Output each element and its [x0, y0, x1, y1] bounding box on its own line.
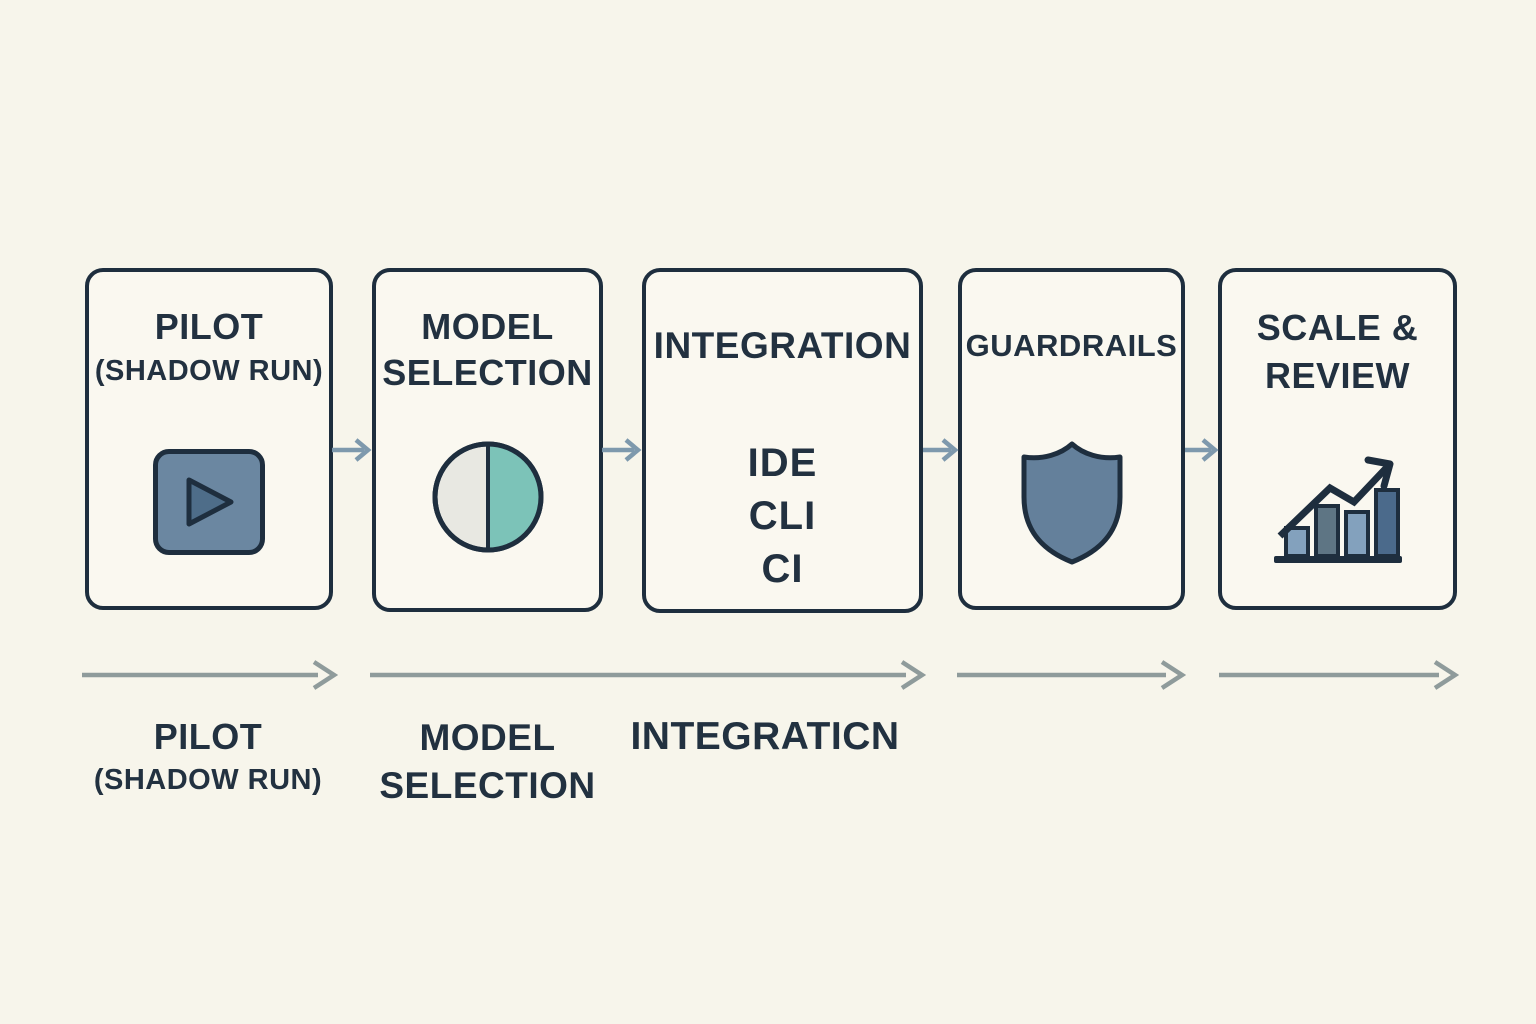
step-box-integration: INTEGRATION IDE CLI CI — [642, 268, 923, 613]
step-title-integration: INTEGRATION — [646, 326, 919, 366]
timeline-arrow-2 — [370, 660, 926, 690]
shield-icon — [1021, 441, 1122, 565]
bar-chart-growth-icon — [1273, 456, 1402, 563]
step-title-line: INTEGRATION — [653, 325, 912, 366]
timeline-label-pilot: PILOT (SHADOW RUN) — [85, 714, 331, 801]
timeline-arrow-3 — [957, 660, 1186, 690]
step-title-line: REVIEW — [1264, 355, 1410, 396]
timeline-label-line: INTEGRATICN — [630, 715, 900, 758]
step-title-scale-review: SCALE & REVIEW — [1222, 304, 1453, 400]
timeline-label-line: PILOT — [153, 716, 263, 757]
timeline-label-line: (SHADOW RUN) — [93, 764, 323, 796]
integration-item: IDE — [747, 441, 818, 485]
step-box-guardrails: GUARDRAILS — [958, 268, 1185, 610]
play-triangle — [186, 477, 234, 527]
timeline-arrow-1 — [82, 660, 338, 690]
timeline-label-model-selection: MODEL SELECTION — [372, 714, 603, 810]
timeline-arrow-4 — [1219, 660, 1459, 690]
step-title-line: PILOT — [154, 306, 264, 347]
step-box-scale-review: SCALE & REVIEW — [1218, 268, 1457, 610]
step-title-line: MODEL — [421, 306, 554, 347]
integration-items-list: IDE CLI CI — [646, 437, 919, 596]
step-box-pilot: PILOT (SHADOW RUN) — [85, 268, 333, 610]
play-icon — [153, 449, 265, 555]
step-box-model-selection: MODEL SELECTION — [372, 268, 603, 612]
step-arrow-3 — [923, 438, 959, 462]
step-title-guardrails: GUARDRAILS — [962, 328, 1181, 364]
step-title-line: SCALE & — [1256, 307, 1419, 348]
integration-item: CI — [761, 547, 804, 591]
timeline-label-line: MODEL — [419, 717, 556, 758]
step-title-line: GUARDRAILS — [965, 328, 1178, 363]
integration-item: CLI — [748, 494, 817, 538]
step-arrow-4 — [1185, 438, 1219, 462]
timeline-label-integration: INTEGRATICN — [620, 714, 910, 759]
step-arrow-2 — [602, 438, 642, 462]
step-title-model-selection: MODEL SELECTION — [376, 304, 599, 396]
half-filled-circle-icon — [432, 441, 543, 553]
timeline-label-line: SELECTION — [379, 765, 596, 806]
step-title-pilot: PILOT (SHADOW RUN) — [89, 304, 329, 392]
step-title-line: SELECTION — [382, 352, 593, 393]
step-arrow-1 — [332, 438, 372, 462]
step-subtitle-line: (SHADOW RUN) — [94, 355, 324, 387]
